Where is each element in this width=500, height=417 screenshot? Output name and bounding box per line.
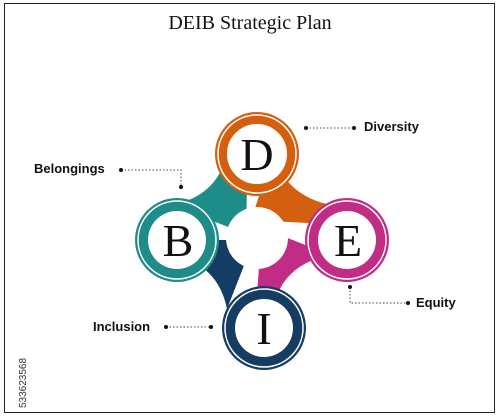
letter-inclusion: I [256, 303, 271, 354]
leader-dot-inclusion-a [164, 325, 168, 329]
disc-belongings [148, 211, 206, 269]
letter-equity: E [334, 215, 362, 266]
leader-dot-equity-b [406, 301, 410, 305]
label-belongings: Belongings [34, 161, 105, 176]
leader-dot-diversity-a [304, 126, 308, 130]
diagram-title: DEIB Strategic Plan [168, 12, 332, 34]
label-inclusion: Inclusion [93, 319, 151, 334]
leader-dot-equity-a [348, 285, 352, 289]
label-diversity: Diversity [364, 119, 419, 134]
leader-dot-inclusion-b [209, 325, 213, 329]
stock-id-watermark: 533623568 [6, 300, 29, 410]
center-circle [226, 207, 288, 269]
outline-belongings [137, 200, 217, 280]
letter-diversity: D [240, 129, 273, 180]
outline-equity [307, 200, 387, 280]
label-equity: Equity [416, 295, 456, 310]
letter-belongings: B [163, 215, 194, 266]
leader-equity [349, 287, 408, 304]
leader-dot-diversity-b [352, 126, 356, 130]
leader-dot-belongings-b [179, 185, 183, 189]
disc-inclusion [235, 299, 293, 357]
disc-equity [318, 211, 376, 269]
leader-belongings [121, 169, 182, 187]
disc-diversity [227, 124, 287, 184]
outline-diversity [217, 114, 297, 194]
stock-id-text: 533623568 [18, 357, 29, 408]
outline-inclusion [224, 288, 304, 368]
leader-dot-belongings-a [119, 168, 123, 172]
